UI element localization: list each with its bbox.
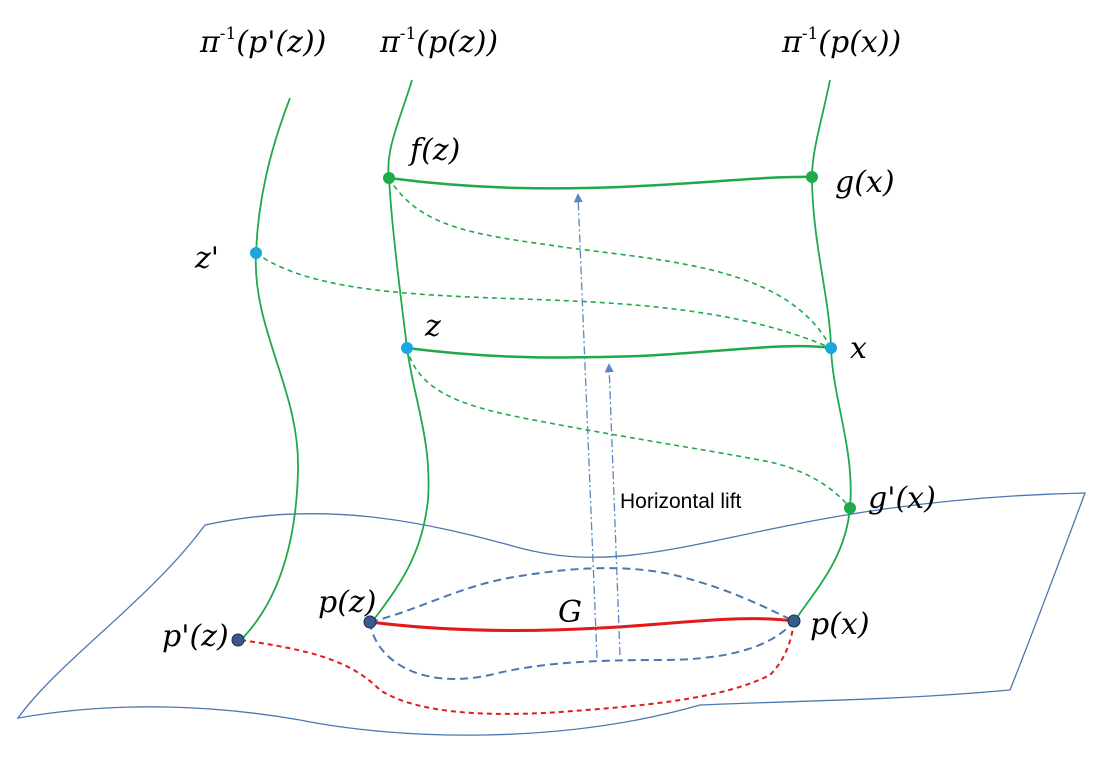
point-z <box>401 342 413 354</box>
fiber-pprime-z <box>240 97 299 641</box>
label-p-prime-z: p'(z) <box>162 619 229 654</box>
dashed-curve-z-to-gprime-x <box>406 347 851 509</box>
point-g-prime-x <box>844 502 856 514</box>
label-x: x <box>850 331 867 366</box>
dashed-curve-fz-to-x <box>388 177 832 349</box>
label-fiber-pprime-z: π-1(p'(z)) <box>199 24 326 60</box>
label-p-x: p(x) <box>810 607 870 642</box>
point-g-x <box>806 171 818 183</box>
geodesic-G <box>369 617 795 632</box>
point-p-prime-z <box>231 633 245 647</box>
point-p-x <box>787 614 801 628</box>
label-z-prime: z' <box>194 241 219 276</box>
horizontal-lift-arrow-right <box>604 363 621 656</box>
point-z-prime <box>250 247 262 259</box>
dashed-blue-lower-curve <box>369 620 795 680</box>
label-G: G <box>558 595 582 630</box>
label-f-z: f(z) <box>408 133 460 168</box>
curve-z-to-x <box>406 344 832 359</box>
base-manifold-surface <box>16 492 1086 736</box>
fiber-p-x <box>793 79 852 623</box>
dashed-red-curve <box>240 620 795 715</box>
point-x <box>825 342 837 354</box>
label-g-prime-x: g'(x) <box>868 481 936 516</box>
label-p-z: p(z) <box>318 585 376 620</box>
dashed-blue-upper-curve <box>369 567 795 623</box>
curve-fz-to-gx <box>388 175 813 190</box>
label-fiber-p-z: π-1(p(z)) <box>379 24 498 60</box>
horizontal-lift-arrow-left <box>573 193 598 659</box>
label-z: z <box>424 309 441 344</box>
point-f-z <box>383 172 395 184</box>
point-p-z <box>363 615 377 629</box>
dashed-curve-zprime-to-x <box>255 252 832 349</box>
label-g-x: g(x) <box>835 165 895 200</box>
label-fiber-p-x: π-1(p(x)) <box>781 24 901 60</box>
label-horizontal-lift: Horizontal lift <box>620 490 742 513</box>
